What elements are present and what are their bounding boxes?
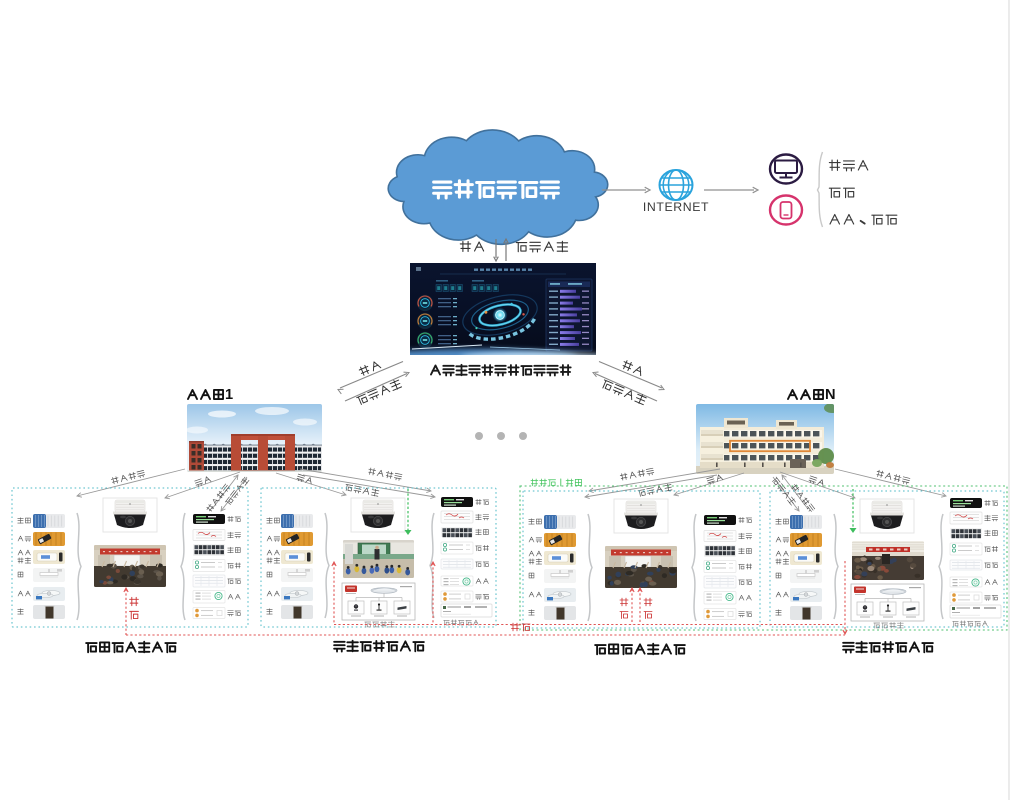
svg-text:INTERNET: INTERNET <box>643 200 709 214</box>
svg-text:1: 1 <box>225 387 233 403</box>
svg-text:N: N <box>825 387 836 403</box>
